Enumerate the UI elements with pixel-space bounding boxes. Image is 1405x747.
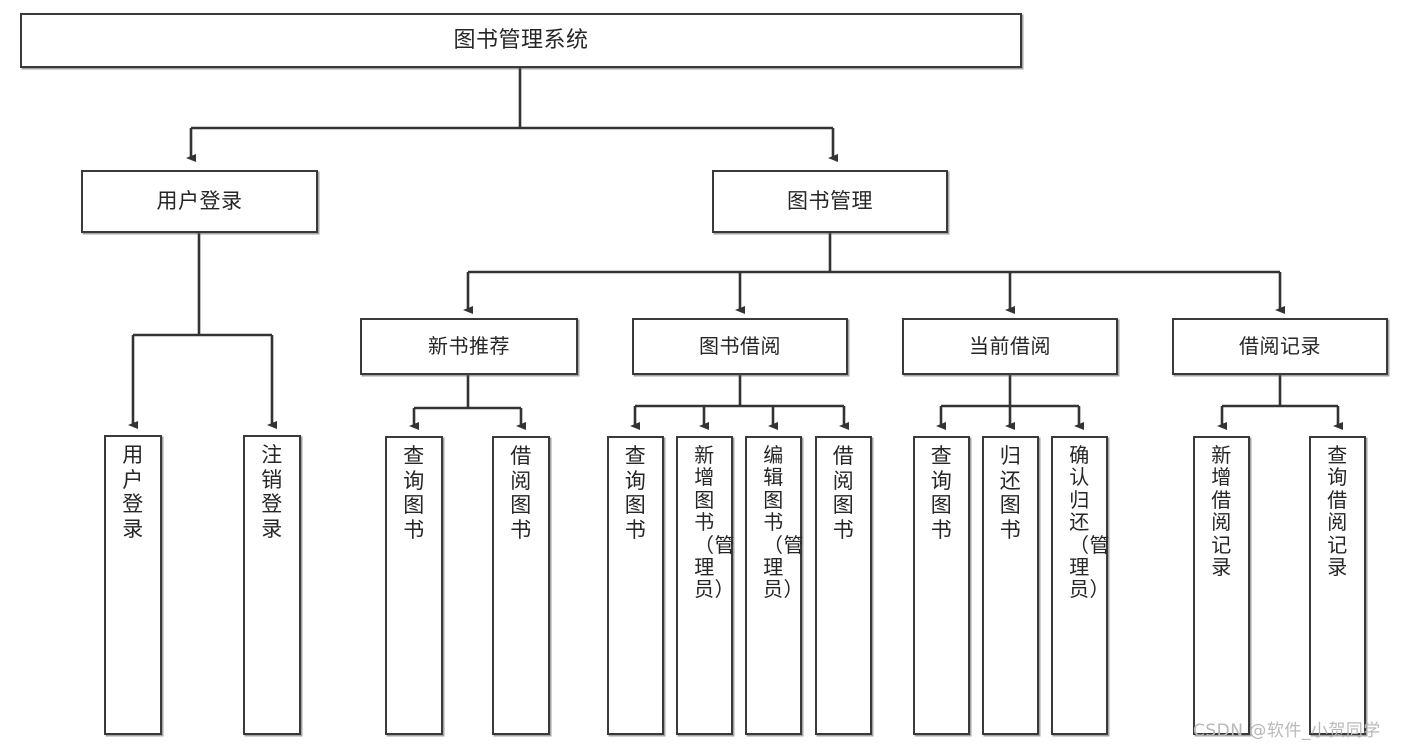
node-user-login-label: 用户登录 — [156, 189, 243, 214]
node-leaf-borrow-book-2-label: 借阅图书 — [832, 444, 855, 542]
node-book-borrow-label: 图书借阅 — [699, 334, 781, 358]
node-leaf-return-book-label: 归还图书 — [999, 444, 1022, 542]
csdn-watermark: CSDN @软件_小贺同学 — [1193, 721, 1381, 741]
node-leaf-query-book-2-label: 查询图书 — [624, 444, 647, 542]
node-new-book-recommend[interactable]: 新书推荐 — [360, 318, 578, 375]
node-leaf-edit-book-label: 编辑图书（管理员） — [763, 443, 804, 602]
node-leaf-borrow-book-1[interactable]: 借阅图书 — [492, 436, 550, 735]
node-book-manage[interactable]: 图书管理 — [712, 170, 948, 233]
node-leaf-borrow-book-2[interactable]: 借阅图书 — [815, 436, 872, 735]
node-leaf-query-book-2[interactable]: 查询图书 — [607, 436, 664, 735]
node-book-manage-label: 图书管理 — [787, 189, 873, 214]
node-new-book-recommend-label: 新书推荐 — [428, 334, 510, 358]
node-leaf-query-record[interactable]: 查询借阅记录 — [1309, 436, 1366, 735]
node-leaf-add-book[interactable]: 新增图书（管理员） — [676, 436, 735, 735]
node-leaf-return-book[interactable]: 归还图书 — [982, 436, 1039, 735]
node-leaf-edit-book[interactable]: 编辑图书（管理员） — [745, 436, 804, 735]
node-leaf-query-book-3[interactable]: 查询图书 — [913, 436, 970, 735]
node-current-borrow-label: 当前借阅 — [969, 334, 1051, 358]
node-borrow-record-label: 借阅记录 — [1239, 334, 1321, 358]
node-book-borrow[interactable]: 图书借阅 — [632, 318, 848, 375]
node-leaf-confirm-return-label: 确认归还（管理员） — [1069, 443, 1110, 602]
node-leaf-borrow-book-1-label: 借阅图书 — [510, 444, 532, 542]
node-root[interactable]: 图书管理系统 — [20, 13, 1022, 68]
node-leaf-add-book-label: 新增图书（管理员） — [694, 443, 735, 602]
node-leaf-user-logout-label: 注销登录 — [261, 443, 283, 541]
node-root-label: 图书管理系统 — [453, 27, 589, 53]
node-leaf-add-record[interactable]: 新增借阅记录 — [1193, 436, 1250, 735]
node-leaf-query-record-label: 查询借阅记录 — [1327, 443, 1348, 579]
node-leaf-user-login-label: 用户登录 — [122, 443, 144, 541]
node-leaf-query-book-1-label: 查询图书 — [403, 444, 425, 542]
node-leaf-user-login[interactable]: 用户登录 — [104, 435, 162, 735]
node-leaf-query-book-1[interactable]: 查询图书 — [385, 436, 443, 735]
node-borrow-record[interactable]: 借阅记录 — [1172, 318, 1388, 375]
node-leaf-query-book-3-label: 查询图书 — [930, 444, 953, 542]
node-leaf-confirm-return[interactable]: 确认归还（管理员） — [1051, 436, 1110, 735]
node-leaf-user-logout[interactable]: 注销登录 — [243, 435, 301, 735]
node-user-login[interactable]: 用户登录 — [81, 170, 318, 233]
node-current-borrow[interactable]: 当前借阅 — [902, 318, 1118, 375]
node-leaf-add-record-label: 新增借阅记录 — [1211, 443, 1232, 579]
